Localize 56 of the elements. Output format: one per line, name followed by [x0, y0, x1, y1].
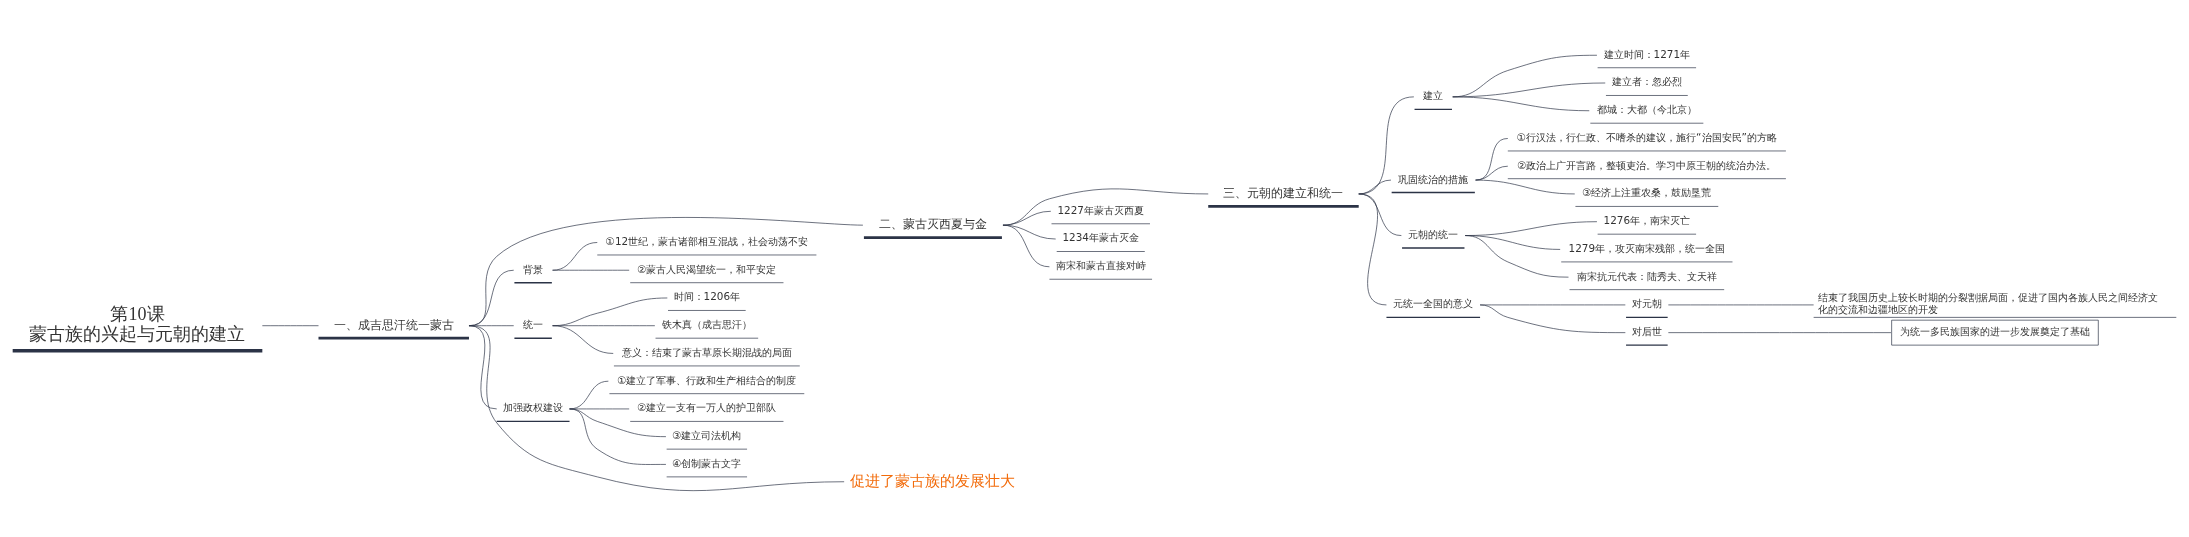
node-text: ②政治上广开言路，整顿吏治。学习中原王朝的统治办法。 [1517, 158, 1777, 171]
node-box: 为统一多民族国家的进一步发展奠定了基础 [1891, 319, 2099, 346]
node-text: ①12世纪，蒙古诸部相互混战，社会动荡不安 [605, 234, 809, 247]
node-text: 1227年蒙古灭西夏 [1057, 203, 1144, 216]
node-text: 1279年，攻灭南宋残部，统一全国 [1568, 241, 1726, 254]
node-text: 加强政权建设 [503, 401, 564, 414]
node-text: 三、元朝的建立和统一 [1223, 186, 1344, 200]
connector [1668, 332, 1892, 333]
node-text: 元朝的统一 [1408, 227, 1459, 240]
connector [1002, 188, 1209, 226]
node-text: 南宋抗元代表：陆秀夫、文天祥 [1576, 269, 1717, 282]
node-text: ①行汉法，行仁政、不嗜杀的建议，施行“治国安民”的方略 [1516, 130, 1777, 143]
node-text: 一、成吉思汗统一蒙古 [333, 317, 454, 332]
node-text: 第10课 蒙古族的兴起与元朝的建立 [29, 304, 246, 345]
node-text: ②建立一支有一万人的护卫部队 [637, 401, 777, 414]
node-text: ①建立了军事、行政和生产相结合的制度 [617, 373, 797, 386]
node-text: ②蒙古人民渴望统一，和平安定 [637, 262, 777, 275]
node-text: 1234年蒙古灭金 [1062, 231, 1139, 244]
node-text: 1276年，南宋灭亡 [1603, 214, 1691, 227]
connector [569, 408, 667, 437]
connector [1475, 138, 1509, 181]
connector [1479, 304, 1626, 333]
connector [1002, 224, 1050, 268]
connector [468, 325, 845, 491]
connector [569, 408, 667, 465]
connector [1002, 210, 1052, 226]
node-text: 意义：结束了蒙古草原长期混战的局面 [621, 345, 792, 358]
connector [552, 269, 630, 271]
connector [1358, 193, 1387, 306]
node-text: 建立 [1423, 89, 1444, 102]
node-text: 元统一全国的意义 [1393, 297, 1474, 310]
node-text: 对元朝 [1631, 297, 1662, 310]
connector [468, 325, 498, 410]
node-text: ③经济上注重农桑，鼓励垦荒 [1582, 186, 1712, 199]
node-text: 建立者：忽必烈 [1611, 75, 1682, 88]
node-text: 巩固统治的措施 [1398, 172, 1469, 185]
node-text: 统一 [523, 318, 544, 331]
node-text: 结束了我国历史上较长时期的分裂割据局面，促进了国内各族人民之间经济文化的交流和边疆地区的开发 [1817, 291, 2158, 316]
connector [552, 325, 614, 354]
node-text: 建立时间：1271年 [1603, 47, 1691, 60]
connector [1452, 96, 1590, 112]
connector [552, 242, 598, 271]
connector [569, 408, 630, 410]
connector [1475, 165, 1509, 181]
node-text: 促进了蒙古族的发展壮大 [850, 471, 1016, 489]
node-text: 铁木真（成吉思汗） [661, 318, 752, 331]
node-text: 背景 [523, 262, 544, 275]
node-text: 南宋和蒙古直接对峙 [1055, 259, 1146, 272]
node-text: 对后世 [1631, 325, 1662, 338]
connector [1464, 235, 1569, 278]
node-text: 时间：1206年 [673, 290, 741, 303]
connector [1475, 179, 1576, 195]
node-text: ③建立司法机构 [672, 429, 742, 442]
node-text: 二、蒙古灭西夏与金 [878, 217, 987, 232]
node-text: ④创制蒙古文字 [672, 456, 742, 469]
node-text: 都城：大都（今北京） [1596, 103, 1697, 116]
